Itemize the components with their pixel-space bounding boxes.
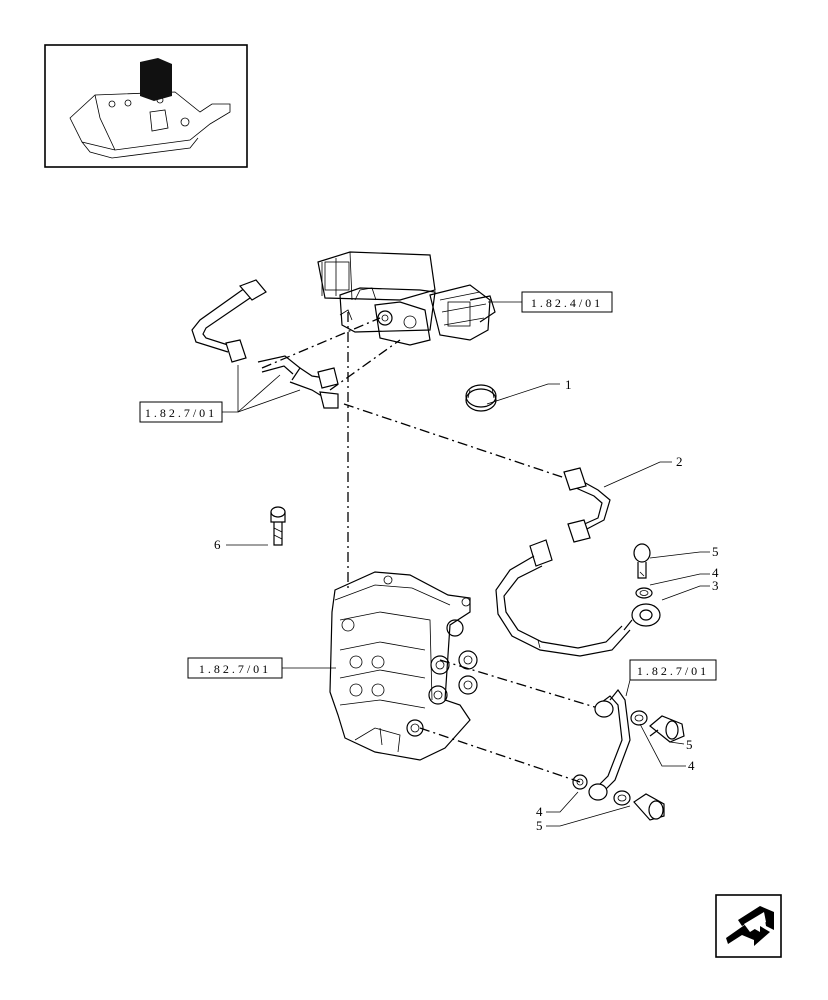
ref-box-top[interactable]: 1.82.4/01 [521, 291, 613, 313]
ref-right-label: 1.82.7/01 [637, 664, 709, 678]
callout-6: 6 [214, 537, 221, 552]
ref-left-lower-label: 1.82.7/01 [199, 662, 271, 676]
callout-4-upper: 4 [712, 565, 719, 580]
ref-box-left-lower[interactable]: 1.82.7/01 [187, 657, 283, 679]
assembly-dashed-lines [261, 312, 599, 783]
upper-valve-assembly [317, 251, 496, 346]
callout-5-lower: 5 [536, 818, 543, 833]
ref-box-right[interactable]: 1.82.7/01 [629, 659, 717, 681]
ref-left-upper-label: 1.82.7/01 [145, 406, 217, 420]
hose-clamp [465, 384, 497, 412]
lower-pipe-assembly [572, 688, 685, 821]
next-page-arrow-icon[interactable] [715, 894, 782, 958]
thumbnail-locator[interactable] [44, 44, 248, 168]
lower-valve-block [329, 571, 478, 761]
callout-5-right: 5 [686, 737, 693, 752]
callout-3: 3 [712, 578, 719, 593]
banjo-fitting-group [623, 543, 661, 631]
ref-top-label: 1.82.4/01 [531, 296, 603, 310]
callout-1: 1 [565, 377, 572, 392]
leader-lines [222, 301, 710, 827]
upper-pipe [191, 279, 339, 409]
ref-box-left-upper[interactable]: 1.82.7/01 [139, 401, 223, 423]
callout-4-right: 4 [688, 758, 695, 773]
lift-cover-thumbnail-icon [69, 58, 231, 159]
callout-2: 2 [676, 454, 683, 469]
callout-5-upper: 5 [712, 544, 719, 559]
callout-4-lower: 4 [536, 804, 543, 819]
flexible-hose [495, 467, 631, 657]
bolt-6 [270, 506, 286, 546]
